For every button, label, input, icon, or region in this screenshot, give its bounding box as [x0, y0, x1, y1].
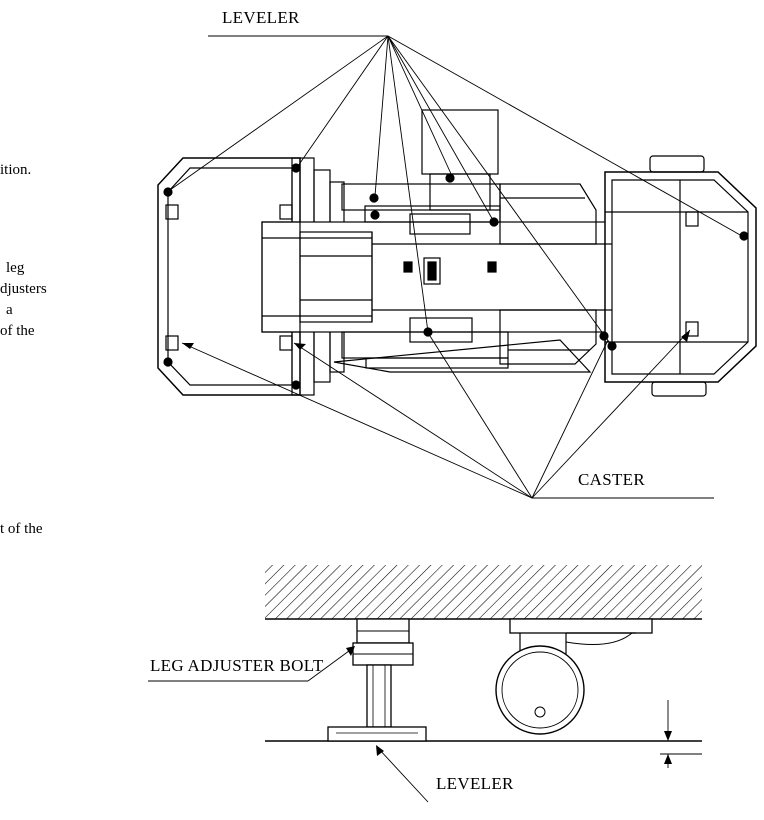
text-fragment-6: t of the — [0, 521, 43, 537]
text-fragment-3: djusters — [0, 281, 47, 297]
detail-leader-lines — [148, 647, 429, 803]
leveler-label-top: LEVELER — [222, 8, 300, 27]
caster-leader-lines — [181, 329, 714, 499]
leveler-label-bottom: LEVELER — [436, 774, 514, 793]
top-view-machine — [157, 109, 757, 397]
text-fragment-5: of the — [0, 323, 35, 339]
leg-adjuster-bolt-label: LEG ADJUSTER BOLT — [150, 656, 324, 675]
text-fragment-4: a — [6, 302, 13, 318]
caster-label: CASTER — [578, 470, 645, 489]
text-fragment-2: leg — [6, 260, 25, 276]
text-fragment-1: ition. — [0, 162, 32, 178]
side-detail — [265, 565, 702, 768]
leveler-leader-lines — [169, 35, 743, 347]
